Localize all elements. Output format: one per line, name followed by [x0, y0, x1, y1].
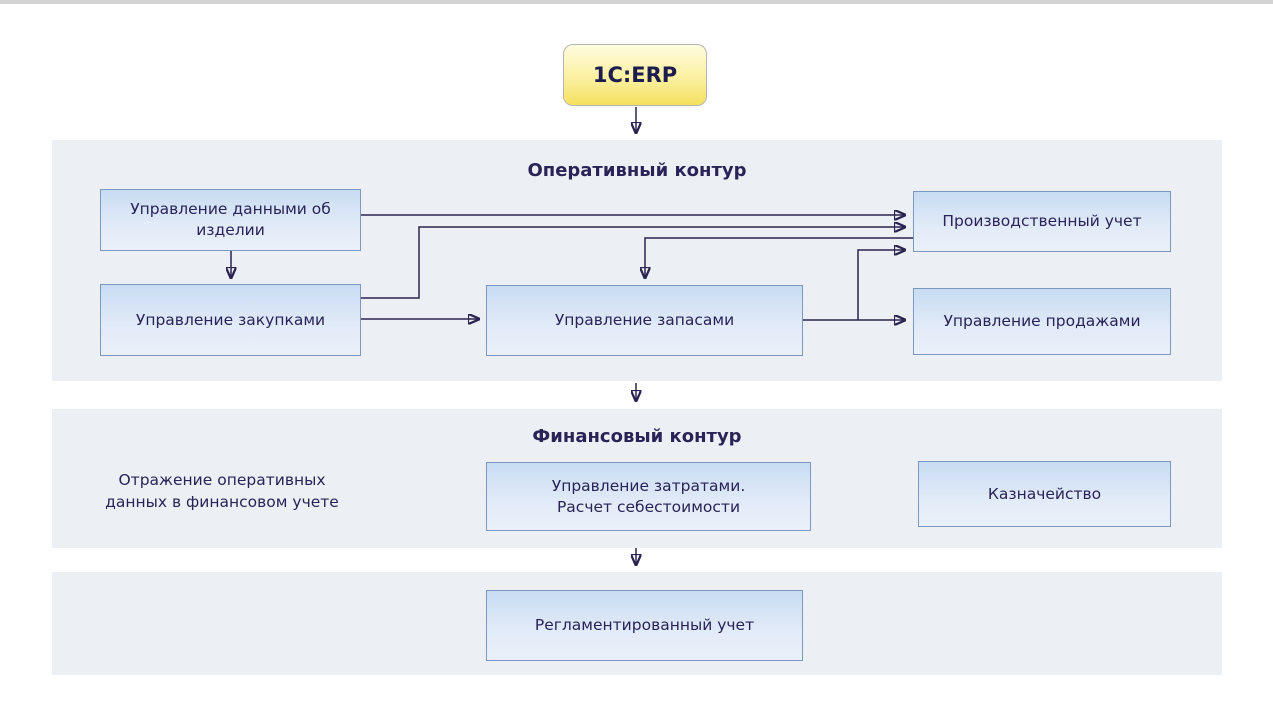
box-product-data-label: Управление данными об изделии [130, 200, 331, 239]
box-purchasing-label: Управление закупками [135, 310, 326, 329]
box-regulated-accounting: Регламентированный учет [486, 590, 803, 661]
box-product-data: Управление данными об изделии [100, 189, 361, 251]
section-financial-title: Финансовый контур [532, 426, 742, 447]
erp-root-box: 1С:ERP [563, 44, 707, 106]
box-treasury: Казначейство [918, 461, 1171, 527]
box-production-accounting-label: Производственный учет [942, 212, 1142, 231]
box-cost-management-label: Управление затратами. Расчет себестоимос… [551, 476, 746, 516]
box-purchasing: Управление закупками [100, 284, 361, 356]
box-inventory: Управление запасами [486, 285, 803, 356]
box-sales: Управление продажами [913, 288, 1171, 355]
box-regulated-accounting-label: Регламентированный учет [534, 616, 755, 635]
financial-note: Отражение оперативных данных в финансово… [105, 471, 339, 511]
erp-root-label: 1С:ERP [592, 63, 678, 87]
section-operational-title: Оперативный контур [527, 160, 747, 181]
box-treasury-label: Казначейство [987, 484, 1102, 503]
top-border-line [0, 0, 1273, 4]
box-sales-label: Управление продажами [943, 312, 1141, 331]
box-cost-management: Управление затратами. Расчет себестоимос… [486, 462, 811, 531]
box-inventory-label: Управление запасами [554, 311, 735, 330]
box-production-accounting: Производственный учет [913, 191, 1171, 252]
